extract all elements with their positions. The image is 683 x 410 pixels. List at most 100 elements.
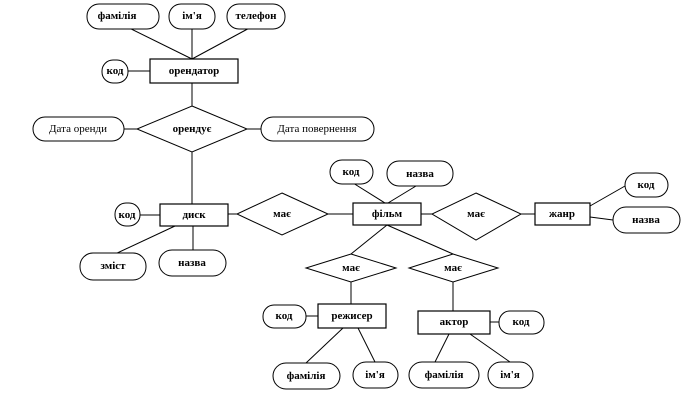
attribute-shape — [101, 59, 129, 84]
relation-film-has-actor: має — [407, 253, 500, 283]
attribute-label: ім'я — [500, 369, 520, 381]
attribute-label: фамілія — [425, 369, 464, 381]
connector-renter-phone — [191, 24, 256, 60]
connector-actor-surname — [434, 333, 450, 363]
attribute-label: Дата повернення — [277, 123, 356, 135]
attribute-label: код — [638, 179, 655, 191]
relation-film-has-director: має — [304, 253, 398, 283]
connector-film-title — [387, 185, 417, 204]
attribute-shape — [624, 172, 669, 198]
attribute-shape — [329, 159, 374, 185]
attribute-label: назва — [632, 214, 660, 226]
entity-label: орендатор — [169, 65, 220, 77]
attribute-label: код — [276, 310, 293, 322]
attribute-shape — [262, 304, 307, 329]
relation-label: має — [467, 208, 485, 220]
attribute-return-date: Дата повернення — [260, 116, 375, 142]
entity-box — [534, 202, 591, 226]
attribute-disk-title: назва — [158, 249, 227, 277]
attribute-shape — [386, 160, 454, 187]
attribute-label: код — [119, 209, 136, 221]
attribute-disk-code: код — [114, 202, 141, 227]
entity-box — [317, 303, 387, 329]
connector-genre-title — [589, 216, 614, 221]
attribute-director-code: код — [262, 304, 307, 329]
attribute-actor-name: ім'я — [487, 361, 534, 389]
relation-disk-has: має — [235, 192, 330, 236]
connector-film-has-director — [350, 224, 388, 255]
relation-diamond — [304, 253, 398, 283]
attribute-shape — [352, 361, 399, 389]
entity-genre: жанр — [534, 202, 591, 226]
relation-label: має — [444, 262, 462, 274]
connector-actor-name — [469, 333, 511, 363]
attribute-shape — [226, 3, 286, 30]
attribute-renter-code: код — [101, 59, 129, 84]
attribute-shape — [114, 202, 141, 227]
attribute-shape — [498, 310, 545, 335]
attribute-director-surname: фамілія — [272, 362, 341, 390]
relation-film-has-genre: має — [430, 192, 523, 241]
attribute-renter-name: ім'я — [168, 3, 216, 30]
attribute-shape — [272, 362, 341, 390]
attribute-disk-content: зміст — [79, 252, 147, 281]
attribute-label: фамілія — [98, 10, 137, 22]
entity-film: фільм — [352, 202, 422, 226]
attribute-label: назва — [406, 168, 434, 180]
entity-label: актор — [440, 316, 469, 328]
attribute-label: фамілія — [287, 370, 326, 382]
entity-renter: орендатор — [149, 58, 239, 84]
attribute-label: назва — [178, 257, 206, 269]
attribute-label: код — [343, 166, 360, 178]
attribute-label: Дата оренди — [49, 123, 107, 135]
entity-box — [159, 203, 229, 227]
connector-disk-content — [112, 225, 176, 256]
entity-actor: актор — [417, 310, 491, 335]
attribute-label: зміст — [100, 260, 126, 272]
relation-label: орендує — [173, 123, 212, 135]
attribute-shape — [79, 252, 147, 281]
connector-film-code — [352, 182, 386, 204]
relation-label: має — [342, 262, 360, 274]
connector-director-name — [357, 327, 376, 363]
attribute-label: код — [107, 65, 124, 77]
relation-rents: орендує — [135, 105, 249, 153]
connector-film-has-actor — [386, 224, 454, 255]
connector-genre-code — [589, 185, 626, 207]
attribute-label: ім'я — [365, 369, 385, 381]
connector-lines — [112, 24, 626, 364]
attribute-director-name: ім'я — [352, 361, 399, 389]
attribute-renter-phone: телефон — [226, 3, 286, 30]
attribute-genre-title: назва — [612, 206, 681, 234]
attribute-shape — [487, 361, 534, 389]
attribute-label: телефон — [236, 10, 278, 22]
attribute-shape — [32, 116, 125, 142]
relation-diamond — [407, 253, 500, 283]
attribute-label: ім'я — [182, 10, 202, 22]
attribute-shape — [260, 116, 375, 142]
attribute-genre-code: код — [624, 172, 669, 198]
attribute-renter-surname: фамілія — [86, 3, 160, 30]
entity-director: режисер — [317, 303, 387, 329]
attribute-shape — [408, 361, 480, 389]
entity-box — [352, 202, 422, 226]
relation-diamond — [235, 192, 330, 236]
attribute-shape — [158, 249, 227, 277]
connector-director-surname — [305, 327, 344, 364]
attribute-shape — [612, 206, 681, 234]
relation-label: має — [273, 208, 291, 220]
entity-label: режисер — [331, 310, 372, 322]
entity-disk: диск — [159, 203, 229, 227]
attribute-shape — [86, 3, 160, 30]
attribute-shape — [168, 3, 216, 30]
attribute-label: код — [513, 316, 530, 328]
connector-renter-surname — [122, 24, 193, 60]
relation-diamond — [135, 105, 249, 153]
attribute-actor-surname: фамілія — [408, 361, 480, 389]
relation-diamond — [430, 192, 523, 241]
attribute-film-code: код — [329, 159, 374, 185]
entity-label: жанр — [549, 208, 575, 220]
attribute-film-title: назва — [386, 160, 454, 187]
entity-box — [149, 58, 239, 84]
